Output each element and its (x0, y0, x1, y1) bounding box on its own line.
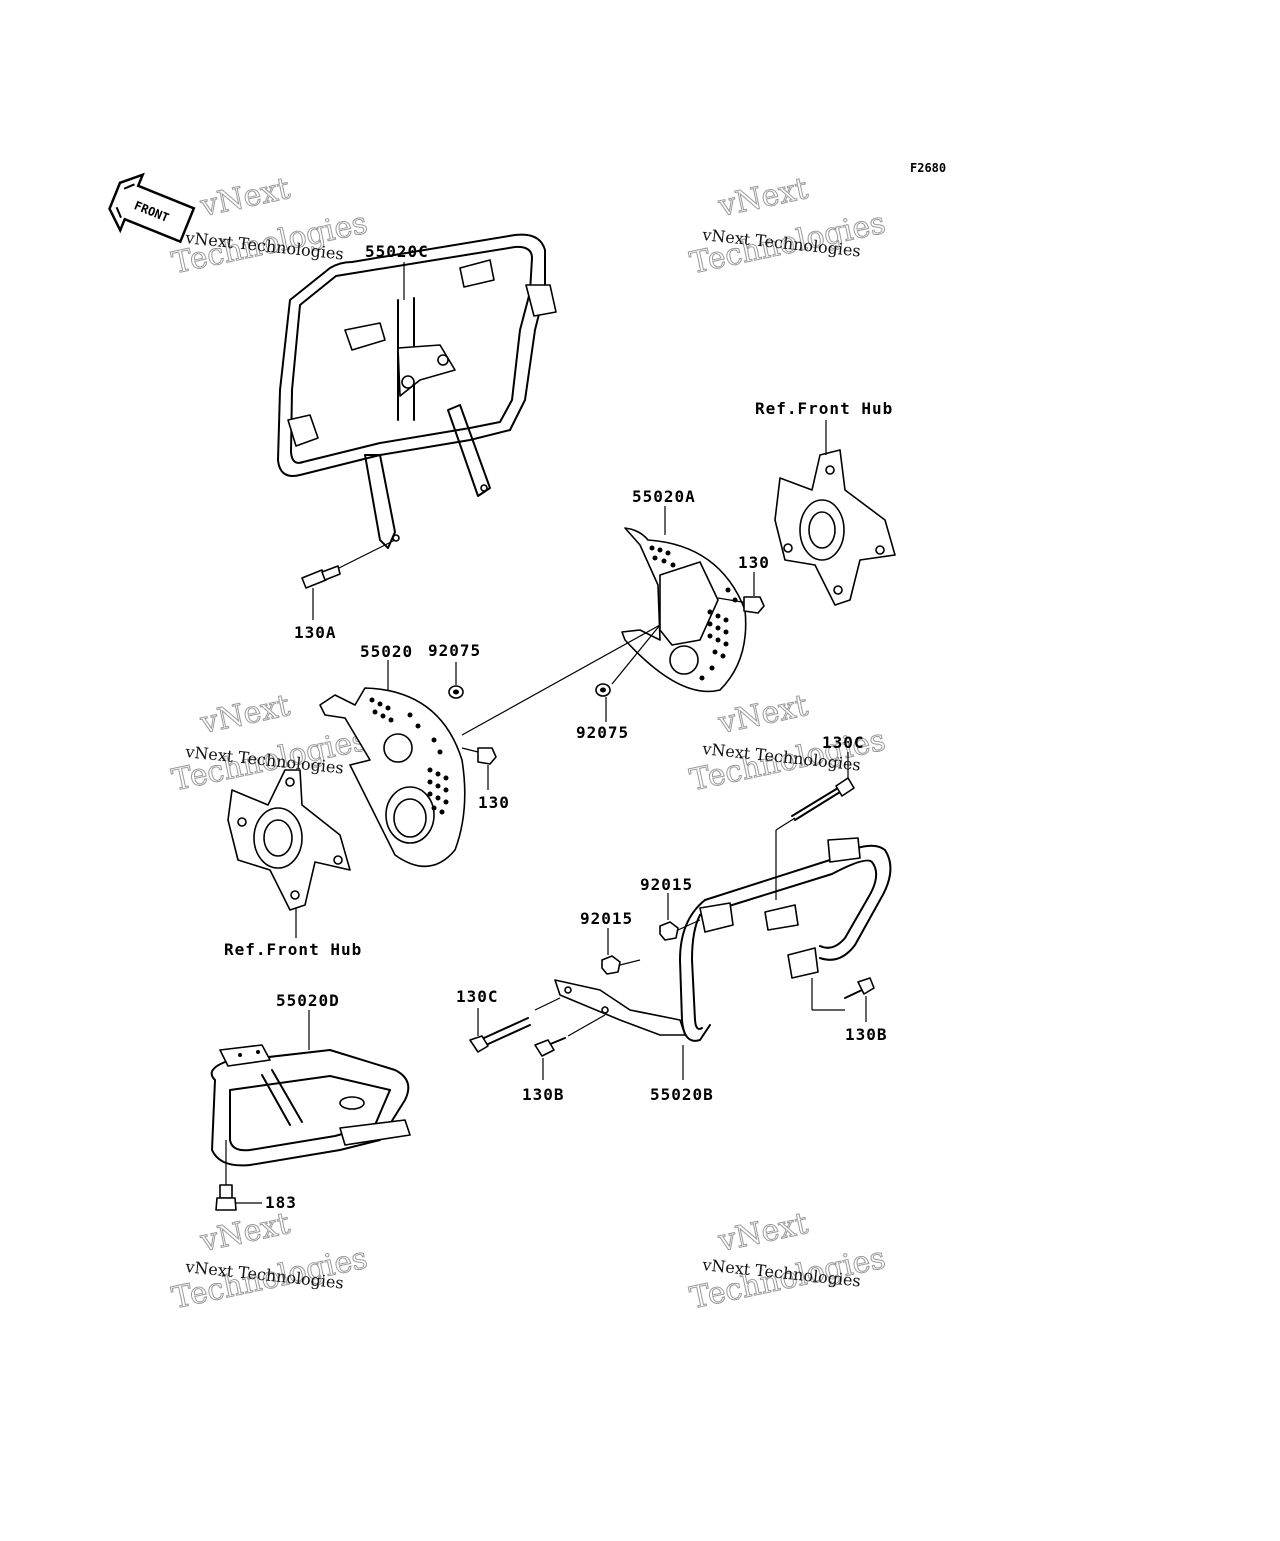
guard-55020-part (319, 687, 466, 868)
bolt-130-right-part (717, 596, 765, 614)
label-92015-upper: 92015 (640, 875, 693, 894)
label-130-left: 130 (478, 793, 510, 812)
guard-55020a-part (621, 527, 747, 693)
label-130b-right: 130B (845, 1025, 888, 1044)
label-55020d: 55020D (276, 991, 340, 1010)
collar-92075-right-part (595, 683, 611, 697)
diagram-code: F2680 (910, 161, 946, 175)
label-130b-left: 130B (522, 1085, 565, 1104)
nut-92015-upper-part (659, 919, 701, 941)
label-92075-right: 92075 (576, 723, 629, 742)
bolt-130a-part (301, 539, 396, 589)
label-55020: 55020 (360, 642, 413, 661)
label-55020c: 55020C (365, 242, 429, 261)
bolt-130b-left-part (534, 1014, 606, 1057)
guard-55020-holes (369, 697, 449, 815)
collar-92075-left-part (448, 685, 464, 699)
label-130a: 130A (294, 623, 337, 642)
assembly-axis-line (461, 624, 661, 736)
guard-55020a-holes (649, 545, 738, 681)
watermark-bottom-right: vNext Technologies (686, 1206, 888, 1317)
watermark-mid-left: vNext Technologies (168, 688, 370, 799)
bolt-130-left-part (461, 747, 497, 765)
label-183: 183 (265, 1193, 297, 1212)
plate-55020d-part (210, 1044, 411, 1167)
leader-collar-right-axis (611, 624, 661, 685)
label-92015-lower: 92015 (580, 909, 633, 928)
bolt-130c-left-part (469, 997, 561, 1053)
nut-92015-lower-part (601, 955, 641, 975)
bolt-183-part (215, 1140, 237, 1211)
label-130-right: 130 (738, 553, 770, 572)
bar-55020b-part (554, 837, 892, 1042)
label-ref-hub-left: Ref.Front Hub (224, 940, 362, 959)
label-92075-left: 92075 (428, 641, 481, 660)
svg-text:vNext: vNext (715, 688, 811, 741)
bolt-130c-top-part (775, 777, 855, 900)
label-130c-left: 130C (456, 987, 499, 1006)
svg-text:vNext: vNext (715, 1206, 811, 1259)
front-hub-left-part (227, 769, 351, 911)
label-ref-hub-right: Ref.Front Hub (755, 399, 893, 418)
watermark-top-right: vNext Technologies (686, 171, 888, 282)
bracket-55020c-part (277, 233, 557, 549)
svg-text:vNext: vNext (715, 171, 811, 224)
front-hub-right-part (774, 449, 896, 606)
svg-text:vNext: vNext (197, 171, 293, 224)
label-55020b: 55020B (650, 1085, 714, 1104)
front-arrow-icon: FRONT (108, 172, 196, 244)
label-130c-top: 130C (822, 733, 865, 752)
bolt-130b-right-part (811, 977, 875, 1011)
svg-text:vNext: vNext (197, 1206, 293, 1259)
label-55020a: 55020A (632, 487, 696, 506)
svg-text:vNext: vNext (197, 688, 293, 741)
